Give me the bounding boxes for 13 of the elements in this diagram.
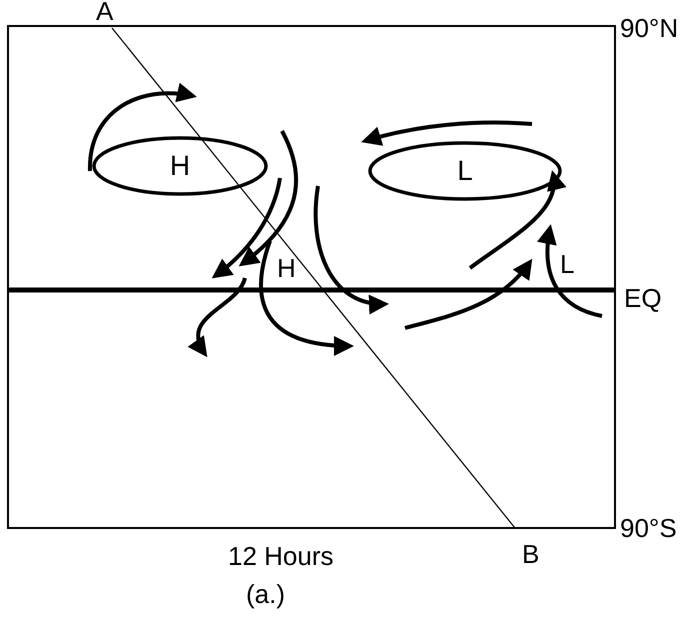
pressure-letter: H [277, 254, 296, 282]
time-label: 12 Hours [228, 542, 334, 570]
panel-label: (a.) [246, 580, 285, 608]
pressure-letter: L [560, 250, 574, 278]
latitude-label: 90°S [620, 514, 677, 542]
equator-label: EQ [624, 284, 662, 312]
latitude-label: 90°N [620, 14, 678, 42]
pressure-letter: L [457, 155, 473, 187]
point-label: A [96, 0, 114, 23]
pressure-cell-ellipse [92, 136, 268, 196]
pressure-cell-ellipse [368, 141, 562, 201]
pressure-letter: H [170, 150, 190, 182]
point-label: B [522, 540, 540, 568]
